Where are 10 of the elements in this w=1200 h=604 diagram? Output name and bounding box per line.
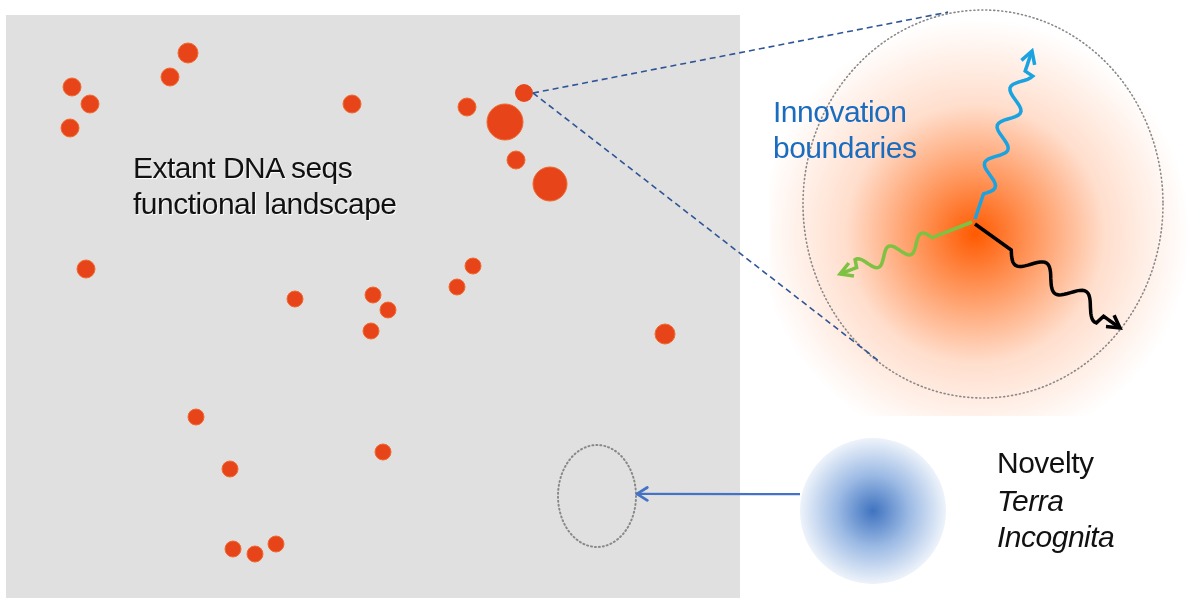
arrow xyxy=(635,486,800,502)
boundary-label: Innovation boundaries xyxy=(773,94,918,166)
terra-incognita-label: Terra Incognita xyxy=(997,483,1116,555)
sequence-dot xyxy=(515,84,533,102)
landscape-panel xyxy=(6,15,740,598)
landscape-label: Extant DNA seqs functional landscape xyxy=(133,150,398,222)
dotted-ellipse xyxy=(557,444,637,548)
zoom-line xyxy=(532,11,949,94)
novelty-label: Novelty xyxy=(997,445,1095,481)
zoom-line xyxy=(532,92,881,363)
